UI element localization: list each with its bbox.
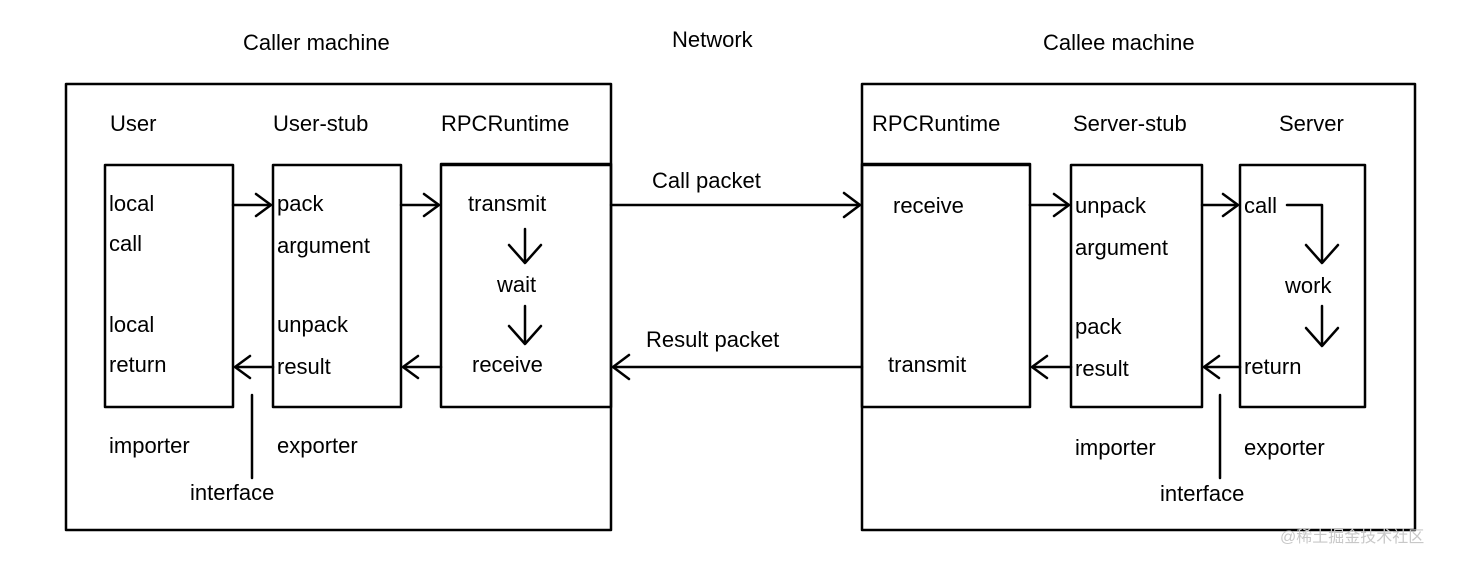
callee-machine-heading: Callee machine	[1043, 30, 1195, 55]
server-stub-argument: argument	[1075, 235, 1168, 260]
user-box	[103, 163, 235, 409]
callee-exporter-label: exporter	[1244, 435, 1325, 460]
user-title: User	[110, 111, 157, 136]
user-local-return-1: local	[109, 312, 155, 337]
user-local-call-2: call	[109, 231, 143, 256]
server-title: Server	[1279, 111, 1344, 136]
user-stub-box	[271, 163, 403, 409]
arrowhead	[507, 243, 543, 265]
arrowhead	[254, 192, 273, 218]
caller-transmit: transmit	[468, 191, 547, 216]
arrowhead	[842, 191, 862, 219]
server-stub-title: Server-stub	[1073, 111, 1187, 136]
server-stub-result: result	[1075, 356, 1129, 381]
callee-transmit: transmit	[888, 352, 967, 377]
call-packet-label: Call packet	[652, 168, 761, 193]
caller-machine-box	[64, 82, 613, 532]
arrowhead	[233, 354, 252, 380]
arrowhead	[401, 354, 420, 380]
arrowhead	[1202, 354, 1221, 380]
caller-exporter-label: exporter	[277, 433, 358, 458]
server-stub-pack: pack	[1075, 314, 1122, 339]
arrowhead	[1304, 243, 1340, 265]
arrowhead	[1221, 192, 1240, 218]
arrow-call-to-work	[1285, 203, 1324, 264]
user-local-return-2: return	[109, 352, 167, 377]
stub-argument: argument	[277, 233, 370, 258]
network-heading: Network	[672, 27, 753, 52]
caller-runtime-box	[439, 163, 613, 409]
caller-receive: receive	[472, 352, 543, 377]
caller-runtime-title: RPCRuntime	[441, 111, 570, 136]
arrowhead	[422, 192, 441, 218]
arrowhead	[507, 324, 543, 346]
caller-machine-heading: Caller machine	[243, 30, 390, 55]
stub-result: result	[277, 354, 331, 379]
arrowhead	[611, 353, 631, 381]
callee-machine-box	[860, 82, 1417, 532]
callee-runtime-title: RPCRuntime	[872, 111, 1001, 136]
server-stub-unpack: unpack	[1075, 193, 1146, 218]
caller-importer-label: importer	[109, 433, 190, 458]
callee-importer-label: importer	[1075, 435, 1156, 460]
server-stub-box	[1069, 163, 1204, 409]
caller-wait: wait	[497, 272, 537, 297]
server-return: return	[1244, 354, 1302, 379]
user-local-call-1: local	[109, 191, 155, 216]
arrowhead	[1052, 192, 1071, 218]
user-stub-title: User-stub	[273, 111, 369, 136]
arrowhead	[1030, 354, 1049, 380]
callee-receive: receive	[893, 193, 964, 218]
server-call: call	[1244, 193, 1278, 218]
callee-interface-label: interface	[1160, 481, 1245, 506]
server-work: work	[1285, 273, 1332, 298]
server-box	[1238, 163, 1367, 409]
stub-unpack: unpack	[277, 312, 348, 337]
result-packet-label: Result packet	[646, 327, 780, 352]
watermark-text: @稀土掘金技术社区	[1280, 529, 1425, 546]
callee-runtime-box	[860, 163, 1032, 409]
caller-interface-label: interface	[190, 480, 275, 505]
arrowhead	[1304, 326, 1340, 348]
stub-pack: pack	[277, 191, 324, 216]
